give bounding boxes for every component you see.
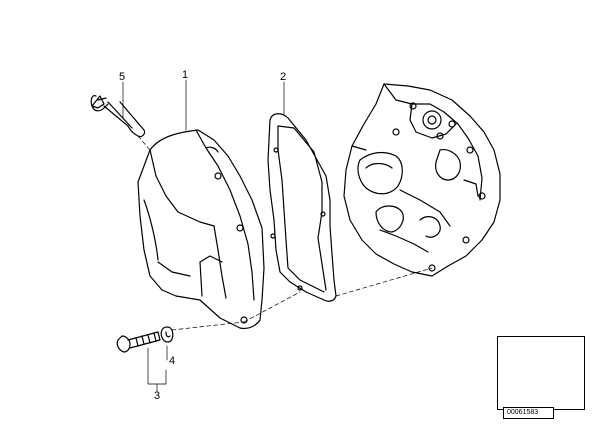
screw-part xyxy=(116,331,161,353)
assembly-lines xyxy=(137,135,433,331)
sleeve-part xyxy=(90,95,146,138)
callout-4: 4 xyxy=(169,355,176,367)
gasket-part xyxy=(267,113,337,302)
callout-3: 3 xyxy=(154,390,161,402)
leader-lines xyxy=(122,79,285,393)
callout-1: 1 xyxy=(182,69,189,81)
washer-part xyxy=(160,326,174,343)
reference-number: 00061583 xyxy=(507,409,539,416)
cylinder-head-part xyxy=(343,83,501,277)
reference-number-box: 00061583 xyxy=(503,407,554,419)
valve-cover-part xyxy=(137,129,265,330)
callout-2: 2 xyxy=(280,71,287,83)
callout-5: 5 xyxy=(119,71,126,83)
overview-thumbnail xyxy=(497,336,585,410)
